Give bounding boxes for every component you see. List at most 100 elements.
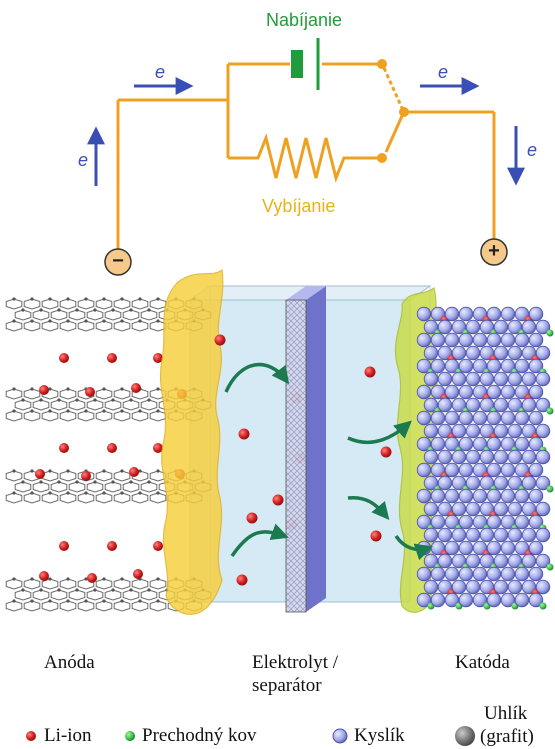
oxygen-atom [535, 449, 551, 465]
li-ion [238, 428, 250, 440]
carbon-atom [66, 319, 70, 323]
oxygen-atom [528, 410, 544, 426]
oxygen-atom [479, 371, 495, 387]
graphite-hexagon [95, 388, 113, 400]
graphite-hexagon [23, 410, 41, 422]
graphite-hexagon [95, 492, 113, 504]
graphite-hexagon [77, 492, 95, 504]
separator [285, 286, 326, 613]
li-ion [131, 383, 141, 393]
graphite-hexagon [113, 492, 131, 504]
carbon-atom [30, 387, 34, 391]
graphite-hexagon [95, 320, 113, 332]
oxygen-atom [493, 501, 509, 517]
graphite-hexagon [131, 388, 149, 400]
carbon-atom [21, 588, 25, 592]
electrolyte-label-line2: separátor [252, 675, 322, 696]
li-ion [39, 571, 49, 581]
graphite-hexagon [5, 492, 23, 504]
carbon-atom [102, 599, 106, 603]
oxygen-atom [500, 306, 516, 322]
li-ion [85, 387, 95, 397]
oxygen-atom [535, 345, 551, 361]
carbon-atom [39, 308, 43, 312]
carbon-atom [66, 409, 70, 413]
oxygen-atom [521, 527, 537, 543]
graphite-hexagon [86, 589, 104, 601]
positive-terminal-icon [480, 238, 508, 266]
li-ion [107, 353, 117, 363]
graphite-hexagon [95, 410, 113, 422]
oxygen-atom [500, 592, 516, 608]
graphite-hexagon [113, 578, 131, 590]
graphite-hexagon [131, 600, 149, 612]
graphite-hexagon [32, 481, 50, 493]
carbon-atom [129, 398, 133, 402]
oxygen-atom [430, 488, 446, 504]
carbon-legend-icon [455, 726, 475, 746]
carbon-atom [129, 480, 133, 484]
oxygen-atom [465, 319, 481, 335]
graphite-hexagon [41, 578, 59, 590]
oxygen-atom [458, 488, 474, 504]
graphite-hexagon [113, 320, 131, 332]
oxygen-atom [444, 540, 460, 556]
oxygen-atom [458, 566, 474, 582]
carbon-atom [84, 577, 88, 581]
oxygen-atom [416, 566, 432, 582]
oxygen-atom [458, 358, 474, 374]
graphite-hexagon [149, 578, 167, 590]
anode-film [159, 268, 224, 615]
legend-oxygen: Kyslík [354, 725, 405, 746]
graphite-hexagon [95, 600, 113, 612]
oxygen-atom [486, 436, 502, 452]
oxygen-atom [437, 371, 453, 387]
graphite-hexagon [14, 589, 32, 601]
oxygen-atom [416, 306, 432, 322]
carbon-atom [120, 491, 124, 495]
graphite-hexagon [131, 410, 149, 422]
li-ion [214, 334, 226, 346]
oxygen-atom [465, 449, 481, 465]
carbon-atom [30, 469, 34, 473]
oxygen-atom [521, 475, 537, 491]
graphite-hexagon [68, 481, 86, 493]
oxygen-atom [430, 592, 446, 608]
graphite-hexagon [140, 399, 158, 411]
oxygen-atom [507, 319, 523, 335]
graphite-hexagon [77, 410, 95, 422]
graphite-hexagon [104, 309, 122, 321]
graphite-hexagon [14, 309, 32, 321]
carbon-atom [30, 577, 34, 581]
oxygen-atom [444, 566, 460, 582]
carbon-atom [156, 387, 160, 391]
oxygen-atom [500, 358, 516, 374]
oxygen-atom [507, 345, 523, 361]
carbon-atom [129, 588, 133, 592]
oxygen-atom [465, 475, 481, 491]
graphite-hexagon [5, 320, 23, 332]
carbon-atom [39, 588, 43, 592]
graphite-hexagon [149, 492, 167, 504]
oxygen-atom [486, 410, 502, 426]
graphite-hexagon [95, 578, 113, 590]
oxygen-atom [486, 384, 502, 400]
oxygen-atom [500, 540, 516, 556]
oxygen-atom [465, 501, 481, 517]
legend-carbon-line2: (grafit) [480, 726, 534, 747]
oxygen-atom [528, 462, 544, 478]
oxygen-atom [430, 514, 446, 530]
graphite-hexagon [113, 388, 131, 400]
carbon-atom [93, 588, 97, 592]
oxygen-atom [528, 488, 544, 504]
oxygen-atom [514, 488, 530, 504]
ion-flow-arrows [224, 362, 433, 561]
oxygen-atom [465, 553, 481, 569]
oxygen-atom [444, 410, 460, 426]
oxygen-atom [535, 475, 551, 491]
li-ion [39, 385, 49, 395]
oxygen-atom [430, 410, 446, 426]
graphite-hexagon [104, 399, 122, 411]
oxygen-atom [451, 345, 467, 361]
carbon-atom [66, 491, 70, 495]
